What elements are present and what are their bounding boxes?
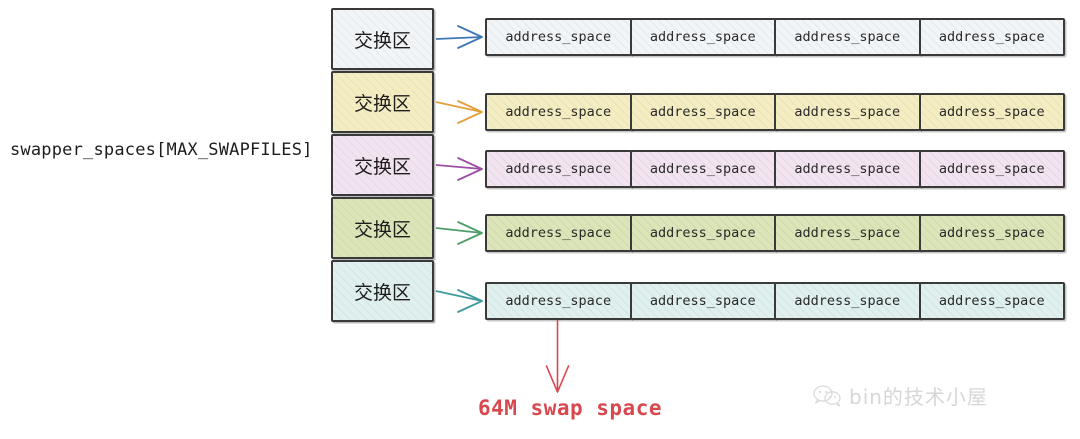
address-space-box-label: address_space <box>505 225 612 241</box>
address-space-box-label: address_space <box>938 161 1045 177</box>
address-space-box: address_space <box>629 18 776 56</box>
address-space-box: address_space <box>485 214 632 252</box>
address-space-box: address_space <box>485 93 632 131</box>
address-space-box: address_space <box>918 93 1065 131</box>
arrow-row-3 <box>435 221 483 245</box>
address-space-box: address_space <box>918 214 1065 252</box>
address-space-box-label: address_space <box>505 104 612 120</box>
swap-area-cell-0: 交换区 <box>331 8 434 70</box>
wechat-icon <box>813 384 841 407</box>
address-space-box: address_space <box>774 214 921 252</box>
address-space-box: address_space <box>774 93 921 131</box>
address-space-box-label: address_space <box>794 225 901 241</box>
address-space-box-label: address_space <box>649 293 756 309</box>
address-space-row-0: address_space address_space address_space a… <box>485 18 1065 56</box>
address-space-box-label: address_space <box>649 161 756 177</box>
address-space-row-2: address_space address_space address_space a… <box>485 150 1065 188</box>
address-space-box: address_space <box>629 93 776 131</box>
address-space-box: address_space <box>629 214 776 252</box>
address-space-box-label: address_space <box>938 29 1045 45</box>
address-space-box-label: address_space <box>794 161 901 177</box>
address-space-box-label: address_space <box>505 29 612 45</box>
address-space-box: address_space <box>918 282 1065 320</box>
address-space-row-4: address_space address_space address_space a… <box>485 282 1065 320</box>
swap-area-label: 交换区 <box>353 29 411 52</box>
address-space-box: address_space <box>629 282 776 320</box>
address-space-row-3: address_space address_space address_space a… <box>485 214 1065 252</box>
swap-area-label: 交换区 <box>353 218 411 241</box>
arrow-row-0 <box>435 25 483 49</box>
address-space-box: address_space <box>774 150 921 188</box>
address-space-box: address_space <box>485 282 632 320</box>
address-space-box: address_space <box>485 18 632 56</box>
swap-space-annotation: 64M swap space <box>477 396 662 420</box>
watermark-text: bin的技术小屋 <box>849 385 988 409</box>
arrow-row-1 <box>435 100 483 124</box>
swap-area-label: 交换区 <box>353 92 411 115</box>
swap-area-cell-2: 交换区 <box>331 134 434 196</box>
watermark: bin的技术小屋 <box>812 381 988 410</box>
address-space-box: address_space <box>918 18 1065 56</box>
address-space-box-label: address_space <box>794 293 901 309</box>
address-space-box-label: address_space <box>938 225 1045 241</box>
address-space-box-label: address_space <box>649 29 756 45</box>
address-space-box-label: address_space <box>794 29 901 45</box>
address-space-box: address_space <box>485 150 632 188</box>
array-label: swapper_spaces[MAX_SWAPFILES] <box>10 140 313 160</box>
address-space-box-label: address_space <box>649 104 756 120</box>
address-space-box-label: address_space <box>505 293 612 309</box>
address-space-box-label: address_space <box>649 225 756 241</box>
address-space-box: address_space <box>774 18 921 56</box>
address-space-box-label: address_space <box>938 293 1045 309</box>
address-space-box: address_space <box>629 150 776 188</box>
swap-area-label: 交换区 <box>353 155 411 178</box>
address-space-row-1: address_space address_space address_space a… <box>485 93 1065 131</box>
address-space-box: address_space <box>918 150 1065 188</box>
address-space-box-label: address_space <box>938 104 1045 120</box>
swap-area-cell-4: 交换区 <box>331 260 434 322</box>
swap-area-cell-3: 交换区 <box>331 197 434 259</box>
swap-area-cell-1: 交换区 <box>331 71 434 133</box>
swap-space-arrow <box>545 320 570 393</box>
address-space-box-label: address_space <box>794 104 901 120</box>
swapper-spaces-array: 交换区交换区交换区交换区交换区 <box>331 8 434 323</box>
swap-area-label: 交换区 <box>353 281 411 304</box>
address-space-box: address_space <box>774 282 921 320</box>
arrow-row-4 <box>435 289 483 313</box>
address-space-box-label: address_space <box>505 161 612 177</box>
arrow-row-2 <box>435 157 483 181</box>
